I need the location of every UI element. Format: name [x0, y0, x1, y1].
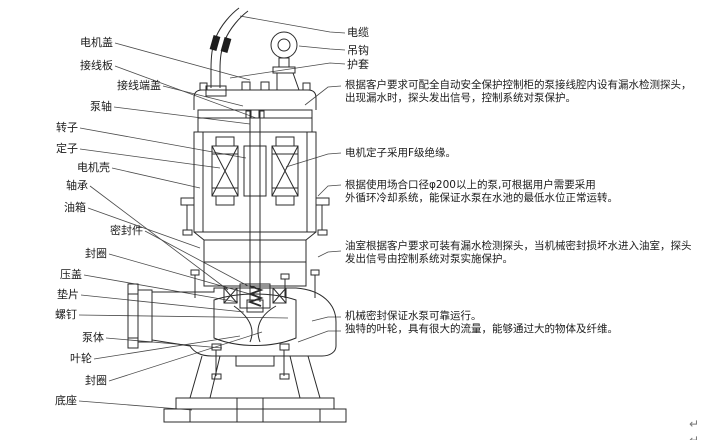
part-label-pump-body: 泵体 [82, 331, 104, 344]
part-label-gasket: 垫片 [57, 288, 79, 301]
part-label-stator: 定子 [56, 142, 78, 155]
part-label-cable: 电缆 [347, 26, 369, 39]
part-label-seal-part: 密封件 [110, 224, 143, 237]
part-label-oil-tank: 油箱 [64, 201, 86, 214]
return-mark-icon: ↵ [689, 417, 700, 431]
part-label-hook: 吊钩 [347, 44, 369, 57]
annotation-insulation: 电机定子采用F级绝缘。 [345, 147, 457, 159]
annotation-mechanical-seal: 机械密封保证水泵可靠运行。 独特的叶轮，具有很大的流量，能够通过大的物体及纤维。 [345, 310, 618, 335]
part-label-pump-shaft: 泵轴 [90, 100, 112, 113]
pump-drawing [127, 7, 347, 423]
annotation-cooling-system: 根据使用场合口径φ200以上的泵,可根据用户需要采用 外循环冷却系统，能保证水泵… [345, 179, 618, 204]
annotation-oil-chamber-probe: 油室根据客户要求可装有漏水检测探头，当机械密封损坏水进入油室，探头 发出信号由控… [345, 240, 692, 265]
part-label-terminal-end-cover: 接线端盖 [117, 79, 161, 92]
part-label-terminal-board: 接线板 [80, 59, 113, 72]
part-label-seal-ring-upper: 封圈 [85, 247, 107, 260]
part-label-base: 底座 [55, 394, 77, 407]
annotation-leak-probe: 根据客户要求可配全自动安全保护控制柜的泵接线腔内设有漏水检测探头， 出现漏水时，… [345, 79, 692, 104]
part-label-bearing: 轴承 [66, 179, 88, 192]
part-label-motor-shell: 电机壳 [77, 161, 110, 174]
part-label-screw: 螺钉 [55, 308, 77, 321]
return-mark-icon: ↵ [689, 433, 700, 440]
part-label-rotor: 转子 [56, 121, 78, 134]
part-label-sheath: 护套 [347, 58, 369, 71]
leader-lines [78, 15, 346, 411]
part-label-seal-ring-lower: 封圈 [85, 374, 107, 387]
hook-icon [270, 31, 300, 91]
part-label-impeller: 叶轮 [70, 352, 92, 365]
part-label-gland: 压盖 [60, 268, 82, 281]
part-label-motor-cover: 电机盖 [80, 36, 113, 49]
cable-icon [205, 7, 249, 97]
